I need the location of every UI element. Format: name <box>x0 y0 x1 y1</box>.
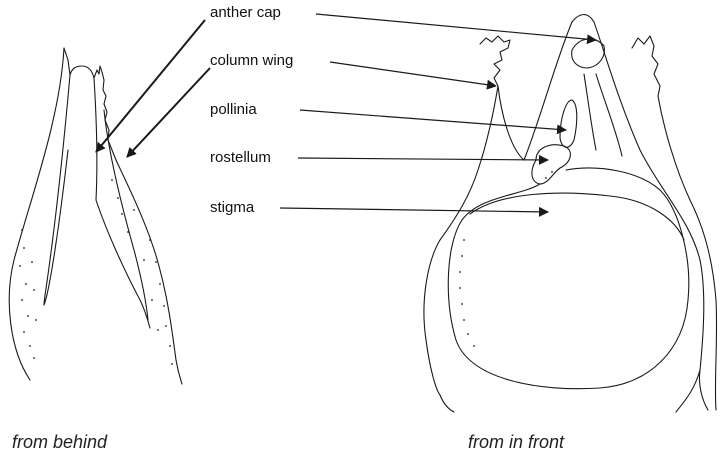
stipple-right <box>111 179 173 365</box>
leader-lines <box>96 14 596 212</box>
label-stigma: stigma <box>210 199 254 217</box>
caption-from-in-front: from in front <box>468 432 564 453</box>
front-right-wing <box>632 36 717 410</box>
central-column-body <box>70 66 97 200</box>
right-wing-inner-edge <box>96 200 150 328</box>
pollinia-shape <box>560 100 577 147</box>
caption-from-behind: from behind <box>12 432 107 453</box>
stipple-left <box>19 229 37 359</box>
leader-column-wing <box>330 62 496 86</box>
left-wing-tip <box>64 48 70 75</box>
label-anther-cap: anther cap <box>210 4 281 22</box>
leader-stigma <box>280 208 548 212</box>
leader-anther-cap <box>316 14 596 40</box>
central-column-inner <box>44 75 70 305</box>
leader-rostellum <box>298 158 548 160</box>
stigma-cavity <box>448 168 688 389</box>
label-pollinia: pollinia <box>210 101 257 119</box>
column-from-front-drawing <box>424 15 717 413</box>
front-left-wing-inner <box>498 86 524 160</box>
front-left-wing <box>424 36 510 395</box>
pollinia-inner-lines <box>584 74 622 156</box>
label-rostellum: rostellum <box>210 149 271 167</box>
column-from-behind-drawing <box>9 48 182 384</box>
arrow-column-wing-to-left-drawing <box>127 68 210 157</box>
front-column-base-right <box>676 370 700 412</box>
anther-cap-shape <box>572 39 605 68</box>
front-column-hood <box>524 15 708 411</box>
leader-pollinia <box>300 110 566 130</box>
stigma-rim <box>470 193 684 240</box>
rostellum-shape <box>532 145 570 184</box>
front-column-base-left <box>440 395 454 412</box>
stigma-stipple <box>459 171 553 347</box>
right-wing-ragged-edge <box>94 66 182 384</box>
label-column-wing: column wing <box>210 52 293 70</box>
